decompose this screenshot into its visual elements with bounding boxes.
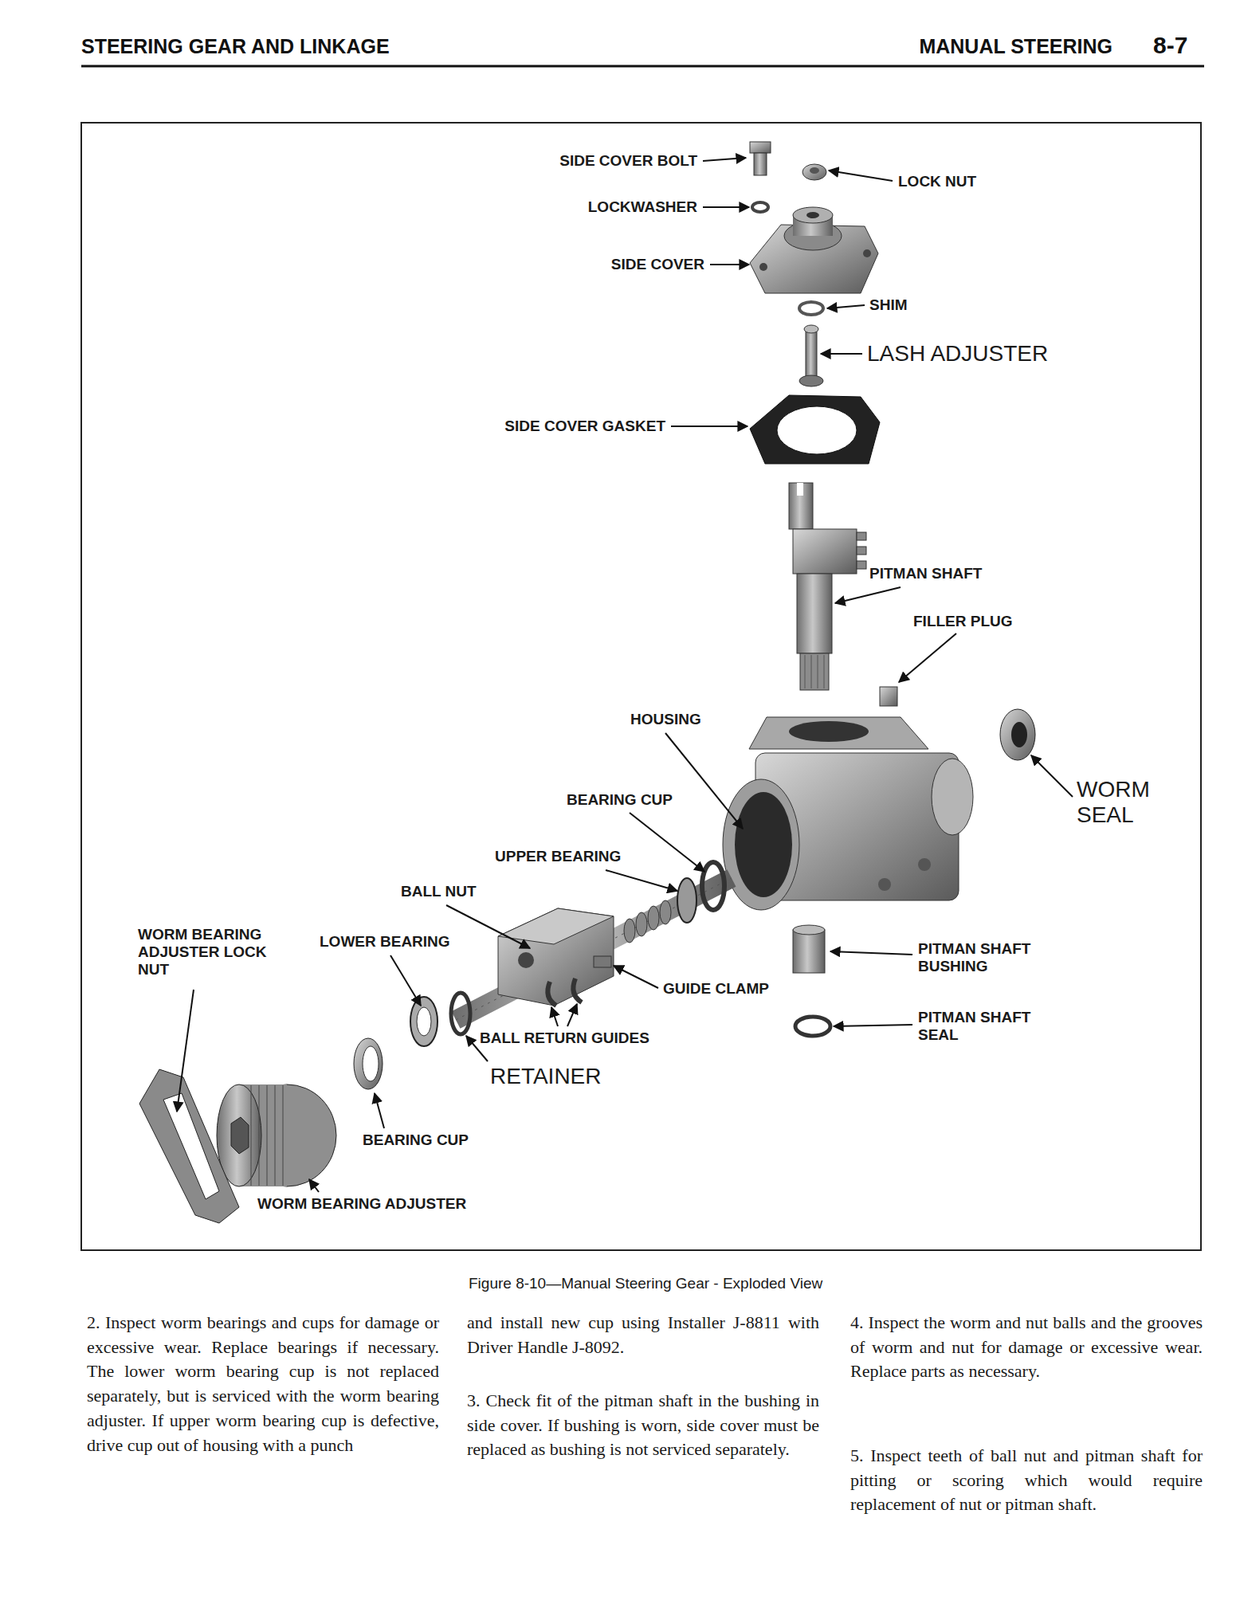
part-label: WORM BEARING ADJUSTER LOCK NUT	[137, 926, 270, 979]
pitman-shaft-part	[788, 482, 867, 691]
adjuster-lock-nut-part	[139, 1069, 240, 1224]
pitman-shaft-bushing-part	[792, 925, 825, 974]
running-head: STEERING GEAR AND LINKAGE	[81, 35, 390, 59]
part-label: PITMAN SHAFT BUSHING	[918, 940, 1058, 976]
part-label: SIDE COVER GASKET	[504, 417, 666, 436]
ball-nut-part	[498, 908, 614, 1006]
shim-part	[799, 302, 824, 315]
figure-frame	[81, 122, 1201, 1251]
part-label: FILLER PLUG	[913, 612, 1013, 631]
worm-seal-part	[1000, 709, 1036, 761]
worm-shaft-part	[455, 878, 732, 1021]
lash-adjuster-part	[799, 325, 824, 387]
pitman-shaft-seal-part	[795, 1016, 831, 1036]
part-label: WORM BEARING ADJUSTER	[257, 1195, 467, 1213]
housing-part	[722, 717, 974, 911]
filler-plug-part	[879, 686, 898, 707]
page-number: 8-7	[1153, 31, 1188, 60]
part-label: LOCKWASHER	[588, 198, 698, 216]
lockwasher-part	[752, 202, 769, 212]
part-label: HOUSING	[630, 710, 702, 729]
part-label: PITMAN SHAFT SEAL	[918, 1008, 1058, 1044]
part-label: BEARING CUP	[566, 791, 673, 809]
body-paragraph: and install new cup using Installer J-88…	[466, 1310, 820, 1360]
upper-bearing-part	[677, 862, 725, 923]
lock-nut-part	[802, 164, 827, 181]
part-label: SIDE COVER	[611, 255, 705, 274]
figure-caption: Figure 8-10—Manual Steering Gear - Explo…	[468, 1275, 823, 1293]
side-cover-bolt	[749, 141, 771, 176]
part-label: SIDE COVER BOLT	[559, 152, 698, 170]
bearing-cup-part	[353, 1038, 383, 1090]
worm-bearing-adjuster-part	[216, 1084, 337, 1187]
body-paragraph: 2. Inspect worm bearings and cups for da…	[86, 1310, 440, 1458]
part-label: PITMAN SHAFT	[869, 565, 982, 583]
body-paragraph: 4. Inspect the worm and nut balls and th…	[850, 1310, 1203, 1385]
leader-lines	[176, 157, 1073, 1193]
body-paragraph: 3. Check fit of the pitman shaft in the …	[466, 1389, 820, 1463]
side-cover-gasket-part	[749, 395, 880, 464]
part-label: WORM SEAL	[1076, 776, 1181, 828]
part-label: BALL RETURN GUIDES	[479, 1029, 650, 1048]
part-label: UPPER BEARING	[494, 847, 621, 866]
part-label: LASH ADJUSTER	[867, 341, 1048, 367]
part-label: BALL NUT	[400, 882, 477, 901]
part-label: BEARING CUP	[362, 1131, 469, 1150]
header-rule	[81, 65, 1205, 68]
section-head: MANUAL STEERING	[918, 35, 1113, 59]
part-label: LOWER BEARING	[319, 933, 451, 951]
side-cover-part	[749, 207, 879, 294]
part-label: GUIDE CLAMP	[663, 980, 770, 998]
lower-bearing-part	[410, 992, 471, 1047]
part-label: SHIM	[869, 296, 908, 314]
part-label: LOCK NUT	[898, 172, 977, 191]
part-label: RETAINER	[490, 1063, 602, 1090]
body-paragraph: 5. Inspect teeth of ball nut and pitman …	[850, 1444, 1203, 1518]
